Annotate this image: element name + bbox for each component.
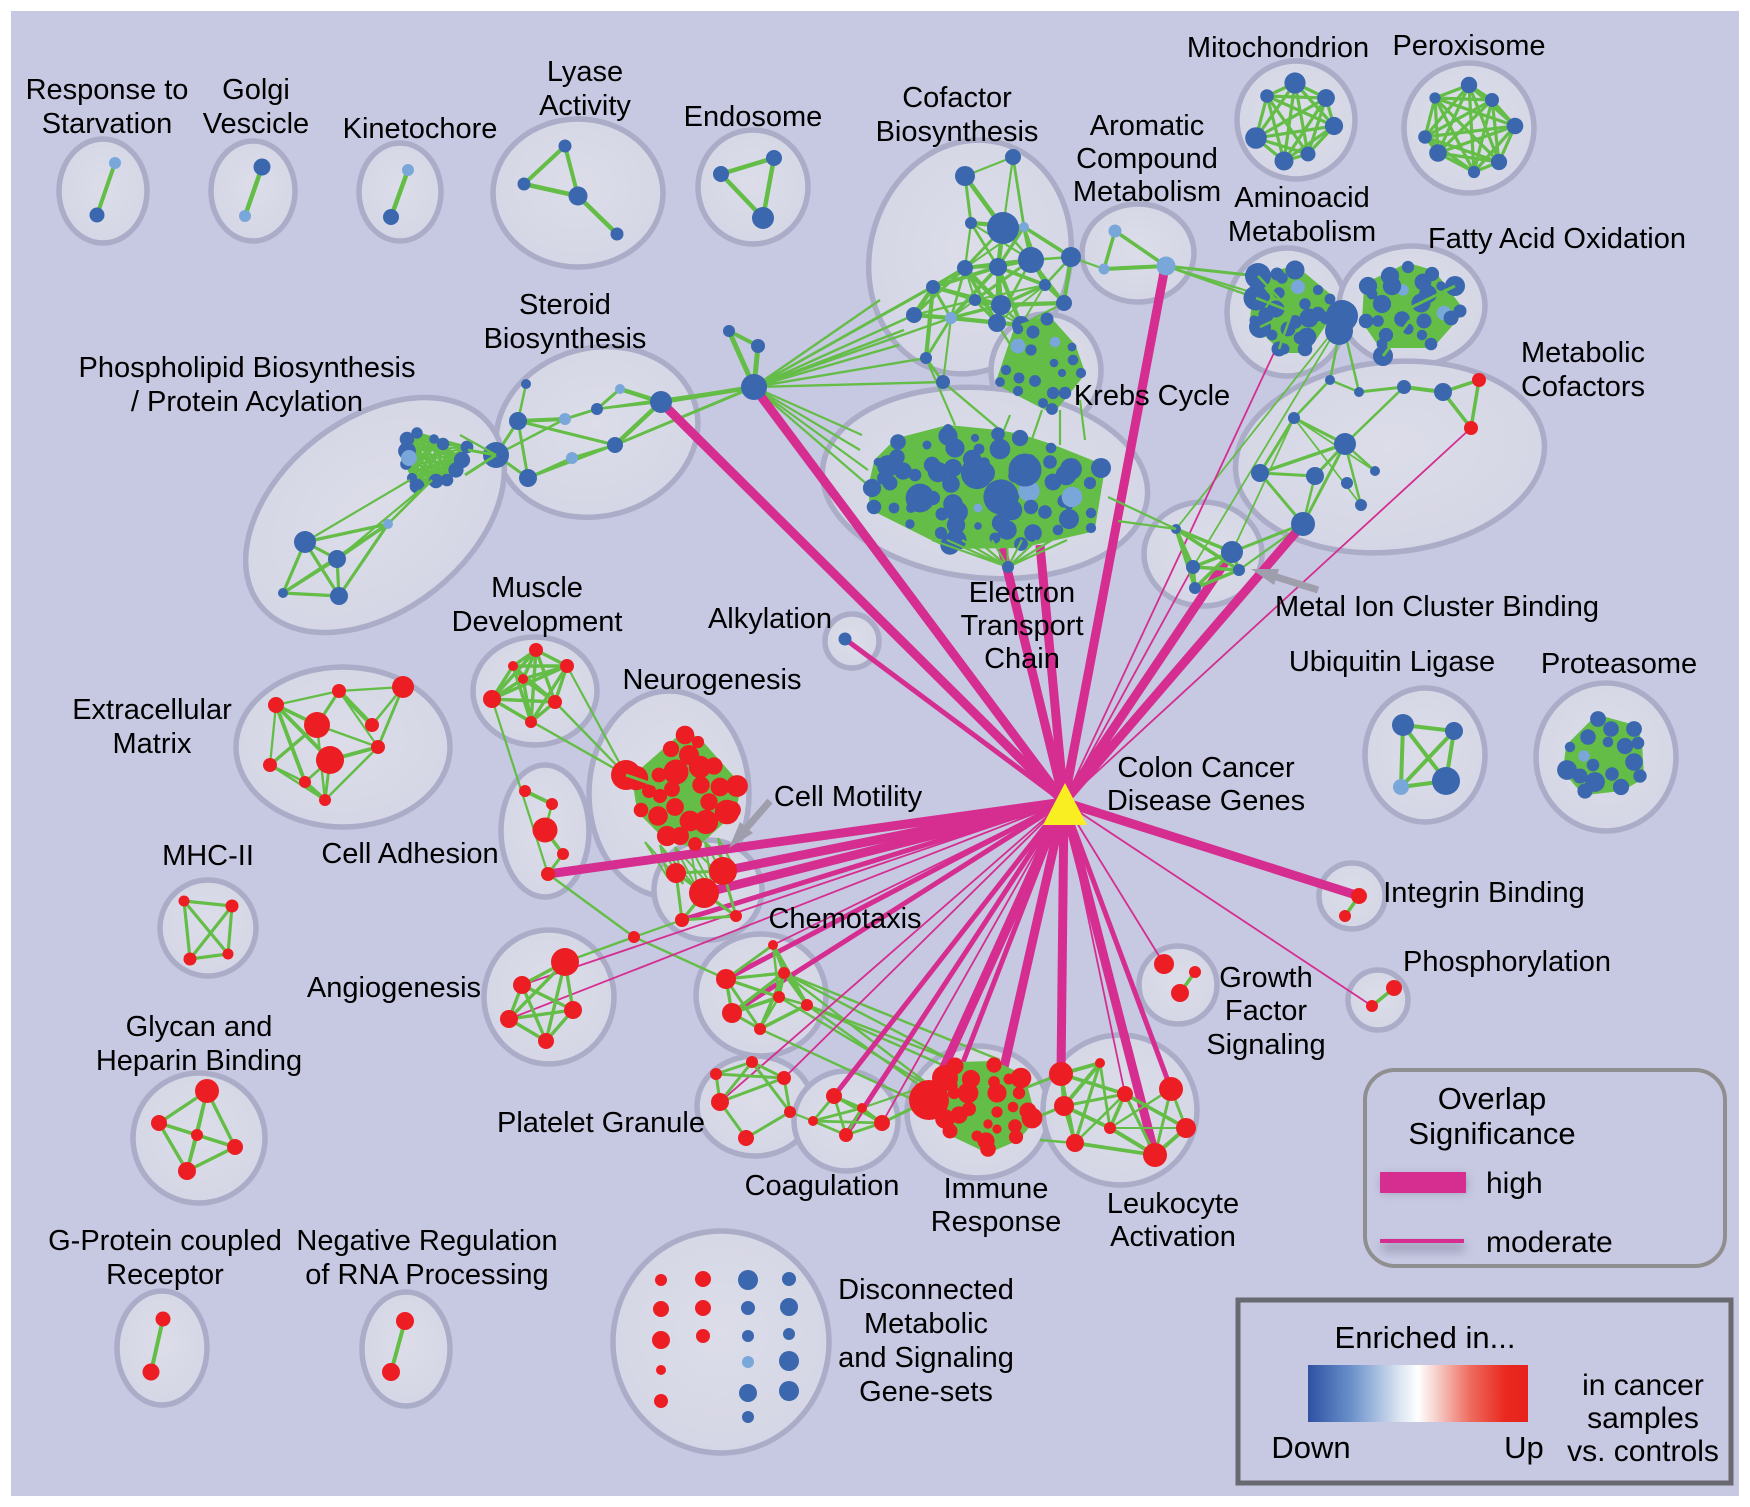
svg-text:Aromatic: Aromatic <box>1090 110 1204 142</box>
svg-text:Receptor: Receptor <box>106 1259 224 1291</box>
svg-text:/ Protein Acylation: / Protein Acylation <box>131 386 363 418</box>
svg-text:Colon Cancer: Colon Cancer <box>1117 752 1295 784</box>
svg-text:G-Protein coupled: G-Protein coupled <box>48 1225 282 1257</box>
svg-text:Response: Response <box>931 1206 1062 1238</box>
svg-text:Integrin Binding: Integrin Binding <box>1383 877 1585 909</box>
svg-text:Proteasome: Proteasome <box>1541 648 1697 680</box>
svg-text:Activation: Activation <box>1110 1221 1236 1253</box>
svg-text:Kinetochore: Kinetochore <box>343 113 498 145</box>
svg-text:Cofactors: Cofactors <box>1521 371 1645 403</box>
svg-text:Platelet Granule: Platelet Granule <box>497 1107 705 1139</box>
svg-text:Alkylation: Alkylation <box>708 603 832 635</box>
svg-text:Signaling: Signaling <box>1206 1029 1325 1061</box>
svg-text:Mitochondrion: Mitochondrion <box>1187 32 1369 64</box>
svg-text:Metabolic: Metabolic <box>1521 337 1645 369</box>
svg-text:vs. controls: vs. controls <box>1567 1435 1719 1468</box>
svg-text:Activity: Activity <box>539 90 631 122</box>
svg-text:Overlap: Overlap <box>1438 1081 1547 1116</box>
svg-text:Starvation: Starvation <box>42 108 173 140</box>
svg-text:Vescicle: Vescicle <box>203 108 309 140</box>
svg-text:Biosynthesis: Biosynthesis <box>876 116 1039 148</box>
svg-text:Down: Down <box>1271 1430 1350 1465</box>
svg-text:Metal Ion Cluster Binding: Metal Ion Cluster Binding <box>1275 591 1599 623</box>
svg-text:Negative Regulation: Negative Regulation <box>296 1225 557 1257</box>
svg-text:Immune: Immune <box>944 1173 1049 1205</box>
svg-text:Electron: Electron <box>969 577 1075 609</box>
svg-text:Factor: Factor <box>1225 995 1308 1027</box>
svg-text:Golgi: Golgi <box>222 74 290 106</box>
svg-text:Chain: Chain <box>984 643 1060 675</box>
svg-text:Significance: Significance <box>1408 1116 1575 1151</box>
svg-text:Krebs Cycle: Krebs Cycle <box>1074 380 1230 412</box>
svg-text:Matrix: Matrix <box>113 728 192 760</box>
svg-text:Enriched in...: Enriched in... <box>1335 1320 1516 1355</box>
svg-text:Cofactor: Cofactor <box>902 82 1012 114</box>
svg-text:Ubiquitin Ligase: Ubiquitin Ligase <box>1289 646 1495 678</box>
svg-text:moderate: moderate <box>1486 1226 1613 1259</box>
svg-text:Phospholipid Biosynthesis: Phospholipid Biosynthesis <box>79 352 416 384</box>
svg-text:Chemotaxis: Chemotaxis <box>768 903 921 935</box>
svg-text:MHC-II: MHC-II <box>162 840 254 872</box>
svg-text:Biosynthesis: Biosynthesis <box>484 323 647 355</box>
svg-text:Phosphorylation: Phosphorylation <box>1403 946 1611 978</box>
svg-text:Metabolism: Metabolism <box>1228 216 1376 248</box>
svg-text:Extracellular: Extracellular <box>72 694 232 726</box>
svg-text:Muscle: Muscle <box>491 572 583 604</box>
svg-text:and Signaling: and Signaling <box>838 1342 1014 1374</box>
svg-text:Response to: Response to <box>26 74 189 106</box>
svg-text:Metabolic: Metabolic <box>864 1308 988 1340</box>
svg-text:Disconnected: Disconnected <box>838 1274 1014 1306</box>
svg-text:Glycan and: Glycan and <box>126 1011 273 1043</box>
svg-text:Cell Motility: Cell Motility <box>774 781 923 813</box>
svg-text:Cell Adhesion: Cell Adhesion <box>321 838 498 870</box>
svg-text:Development: Development <box>452 606 623 638</box>
svg-text:Metabolism: Metabolism <box>1073 176 1221 208</box>
svg-text:Neurogenesis: Neurogenesis <box>623 664 802 696</box>
svg-text:Peroxisome: Peroxisome <box>1392 30 1545 62</box>
svg-text:Up: Up <box>1504 1430 1544 1465</box>
svg-text:Coagulation: Coagulation <box>745 1170 900 1202</box>
svg-text:Transport: Transport <box>960 610 1083 642</box>
svg-text:Lyase: Lyase <box>547 56 623 88</box>
svg-text:of RNA Processing: of RNA Processing <box>305 1259 548 1291</box>
svg-text:Fatty Acid Oxidation: Fatty Acid Oxidation <box>1428 223 1686 255</box>
svg-text:Leukocyte: Leukocyte <box>1107 1188 1239 1220</box>
svg-text:Endosome: Endosome <box>684 101 823 133</box>
svg-text:Aminoacid: Aminoacid <box>1234 182 1369 214</box>
svg-text:Angiogenesis: Angiogenesis <box>307 972 481 1004</box>
svg-text:in cancer: in cancer <box>1582 1369 1704 1402</box>
svg-text:Growth: Growth <box>1219 962 1312 994</box>
svg-text:Heparin Binding: Heparin Binding <box>96 1045 302 1077</box>
svg-text:Gene-sets: Gene-sets <box>859 1376 993 1408</box>
svg-text:Disease Genes: Disease Genes <box>1107 785 1305 817</box>
svg-text:Compound: Compound <box>1076 143 1218 175</box>
svg-text:high: high <box>1486 1167 1543 1200</box>
svg-text:samples: samples <box>1587 1402 1699 1435</box>
svg-text:Steroid: Steroid <box>519 289 611 321</box>
